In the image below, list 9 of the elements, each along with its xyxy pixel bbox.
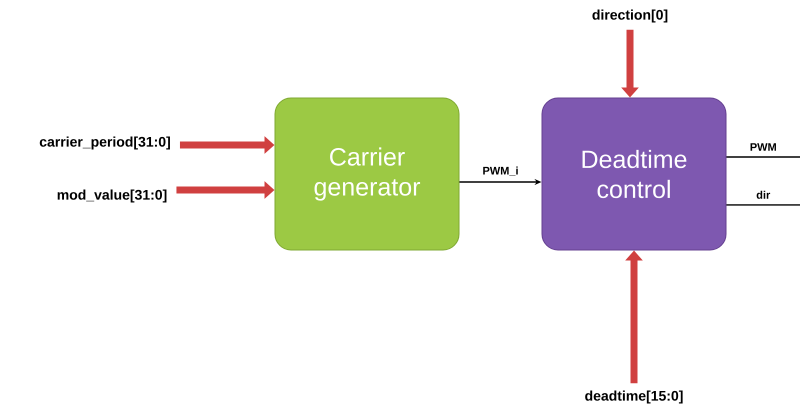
edge-label: PWM_i [483,166,518,176]
edge-label: dir [756,190,770,199]
block-box: Carrier generator [274,98,460,250]
signal-label: direction[0] [592,9,668,23]
signal-label: mod_value[31:0] [58,189,166,203]
block-box: Deadtime control [542,98,726,250]
signal-label: carrier_period[31:0] [40,136,170,150]
signal-label: deadtime[15:0] [585,390,683,404]
edge-label: PWM [750,143,776,151]
